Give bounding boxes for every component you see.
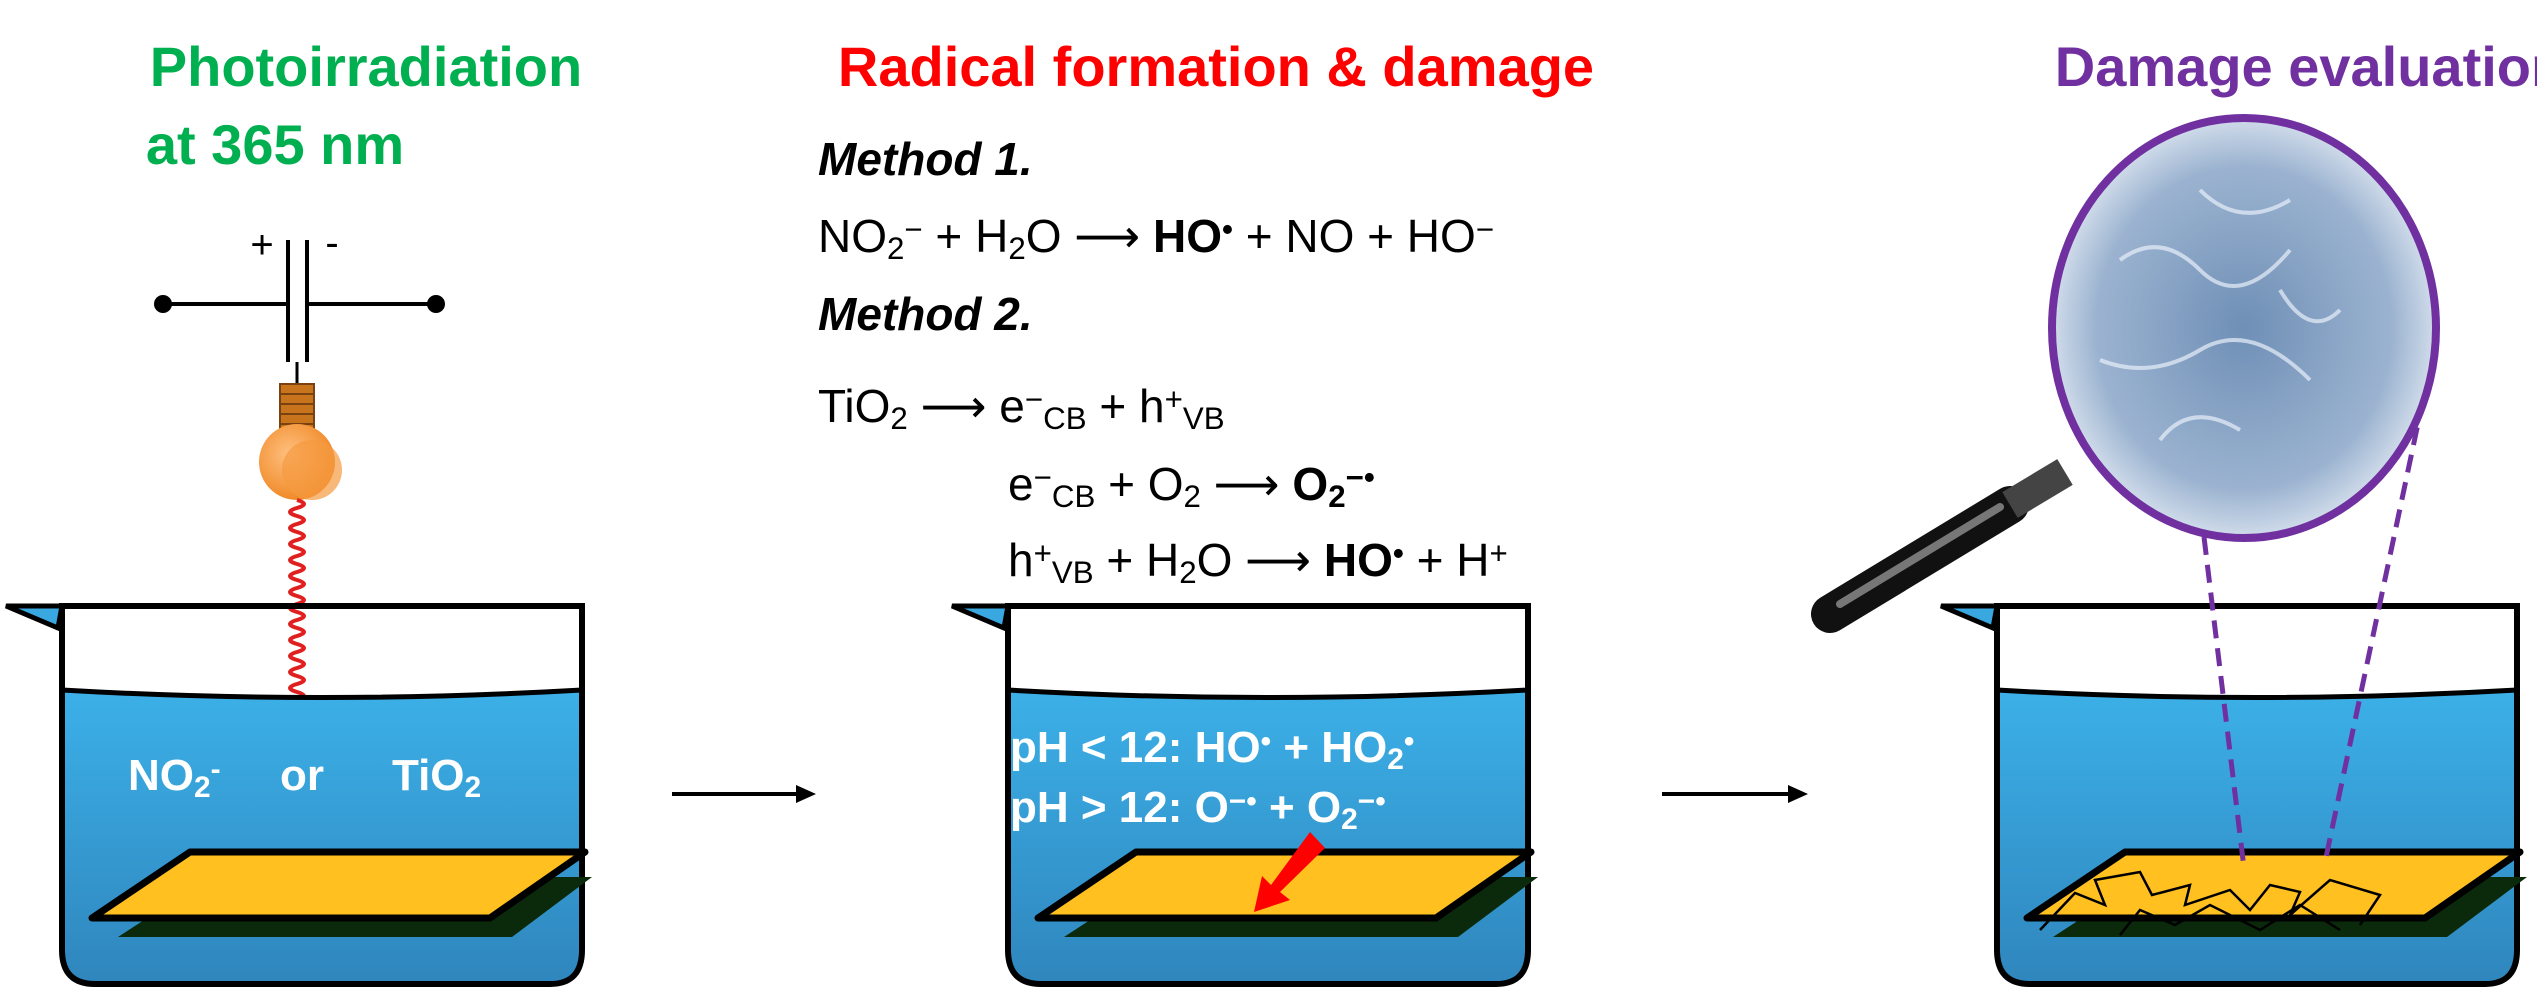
superscript: − (1034, 460, 1052, 495)
process-arrow-2 (1662, 785, 1808, 803)
superscript: −• (1229, 785, 1257, 818)
text-segment: HO (1153, 210, 1222, 262)
equation-superoxide: e−CB + O2 ⟶ O2−• (1008, 458, 1375, 514)
subscript: 2 (1184, 479, 1201, 514)
step1-subtitle: at 365 nm (146, 113, 404, 176)
beaker-outline (1005, 603, 1531, 987)
beaker-spout (1940, 603, 2000, 632)
sample-plate (88, 848, 589, 922)
beaker1-label-nitrite: NO2- (128, 751, 221, 804)
water-surface (1996, 687, 2518, 700)
superscript: −• (1358, 785, 1386, 818)
beaker1-label-tio2: TiO2 (392, 751, 481, 804)
step1-title: Photoirradiation (150, 35, 582, 98)
text-segment: + H (1094, 534, 1180, 586)
text-segment: or (280, 751, 324, 800)
step2-title: Radical formation & damage (838, 35, 1594, 98)
equation-tio2-excitation: TiO2 ⟶ e−CB + h+VB (818, 380, 1225, 436)
text-segment: + h (1087, 380, 1165, 432)
superscript: − (1476, 212, 1494, 247)
beaker-irradiation (5, 603, 592, 987)
text-segment: + HO (1271, 723, 1387, 772)
subscript: 2 (890, 401, 907, 436)
method1-label: Method 1. (818, 133, 1033, 185)
text-segment: ⟶ e (908, 380, 1025, 432)
damage-arrow-icon (1254, 832, 1325, 912)
subscript: CB (1052, 479, 1095, 514)
text-segment: + O (1095, 458, 1183, 510)
text-segment: pH > 12: O (1010, 783, 1229, 832)
superscript: • (1404, 725, 1414, 758)
superscript: −• (1346, 460, 1375, 495)
subscript: 2 (1008, 231, 1025, 266)
plus-terminal: + (250, 223, 273, 267)
subscript: 2 (1341, 803, 1358, 836)
text-segment: TiO (392, 751, 465, 800)
beaker-spout (5, 603, 65, 632)
text-segment: TiO (818, 380, 890, 432)
equation-hydroxyl: h+VB + H2O ⟶ HO• + H+ (1008, 534, 1508, 590)
method2-label: Method 2. (818, 288, 1033, 340)
beaker2-label-low-ph: pH < 12: HO• + HO2• (1010, 723, 1414, 776)
text-segment: e (1008, 458, 1034, 510)
superscript: • (1393, 536, 1404, 571)
subscript: 2 (1387, 743, 1404, 776)
magnifying-glass-icon (1811, 114, 2440, 869)
beaker-spout (951, 603, 1011, 632)
text-segment: + NO + HO (1233, 210, 1476, 262)
subscript: 2 (194, 771, 211, 804)
power-circuit: + - (154, 221, 445, 384)
beaker-outline (59, 603, 585, 987)
text-segment: NO (818, 210, 887, 262)
beaker1-label-or: or (280, 751, 324, 800)
subscript: 2 (1328, 479, 1345, 514)
minus-terminal: - (325, 221, 338, 265)
text-segment: NO (128, 751, 194, 800)
superscript: + (1490, 536, 1508, 571)
light-bulb-icon (259, 383, 342, 500)
text-segment: + O (1257, 783, 1341, 832)
superscript: • (1261, 725, 1271, 758)
superscript: • (1222, 212, 1233, 247)
text-segment: ⟶ (1201, 458, 1293, 510)
beaker-evaluation (1940, 603, 2527, 987)
superscript: - (211, 753, 221, 786)
text-segment: HO (1324, 534, 1393, 586)
text-segment: O ⟶ (1026, 210, 1153, 262)
text-segment: pH < 12: HO (1010, 723, 1261, 772)
beaker-radical-damage (951, 603, 1538, 987)
water (62, 690, 582, 984)
crack-pattern (2039, 870, 2382, 931)
step3-title: Damage evaluation (2055, 35, 2537, 98)
subscript: VB (1052, 555, 1094, 590)
process-arrow-1 (672, 785, 816, 803)
superscript: + (1165, 382, 1183, 417)
text-segment: + H (923, 210, 1009, 262)
subscript: 2 (887, 231, 904, 266)
beaker-outline (1994, 603, 2520, 987)
subscript: 2 (465, 771, 482, 804)
subscript: CB (1043, 401, 1086, 436)
superscript: − (1025, 382, 1043, 417)
equation-nitrite: NO2− + H2O ⟶ HO• + NO + HO− (818, 210, 1494, 266)
superscript: + (1034, 536, 1052, 571)
text-segment: O ⟶ (1197, 534, 1324, 586)
text-segment: O (1292, 458, 1328, 510)
subscript: 2 (1179, 555, 1196, 590)
water-surface (61, 687, 583, 700)
water (1997, 690, 2517, 984)
beaker2-label-high-ph: pH > 12: O−• + O2−• (1010, 783, 1386, 836)
water-surface (1007, 687, 1529, 700)
subscript: VB (1183, 401, 1225, 436)
text-segment: h (1008, 534, 1034, 586)
superscript: − (904, 212, 922, 247)
text-segment: + H (1404, 534, 1490, 586)
crack-pattern (2119, 903, 2341, 936)
